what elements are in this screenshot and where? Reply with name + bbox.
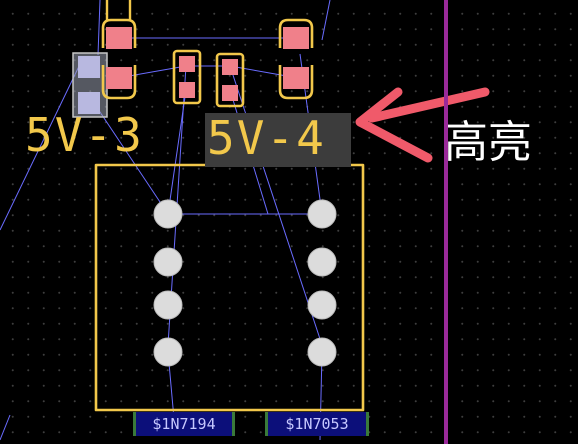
ref-label-5v3[interactable]: 5V-3: [25, 108, 144, 162]
annotation-text: 高亮: [444, 117, 532, 168]
net-label-1[interactable]: $1N7194: [133, 412, 235, 436]
component-through-hole[interactable]: [94, 163, 365, 412]
component-smd-right[interactable]: [278, 18, 314, 100]
annotation-arrow: [355, 87, 490, 163]
component-smd-small-1[interactable]: [172, 49, 202, 105]
component-smd-left[interactable]: [101, 0, 137, 100]
board-edge-line: [444, 0, 448, 444]
ref-label-5v4-highlighted[interactable]: 5V-4: [207, 111, 326, 165]
component-smd-small-2[interactable]: [215, 52, 245, 108]
net-label-2[interactable]: $1N7053: [265, 412, 369, 436]
highlight-box: [205, 113, 351, 167]
component-selected-smd[interactable]: [72, 52, 108, 118]
